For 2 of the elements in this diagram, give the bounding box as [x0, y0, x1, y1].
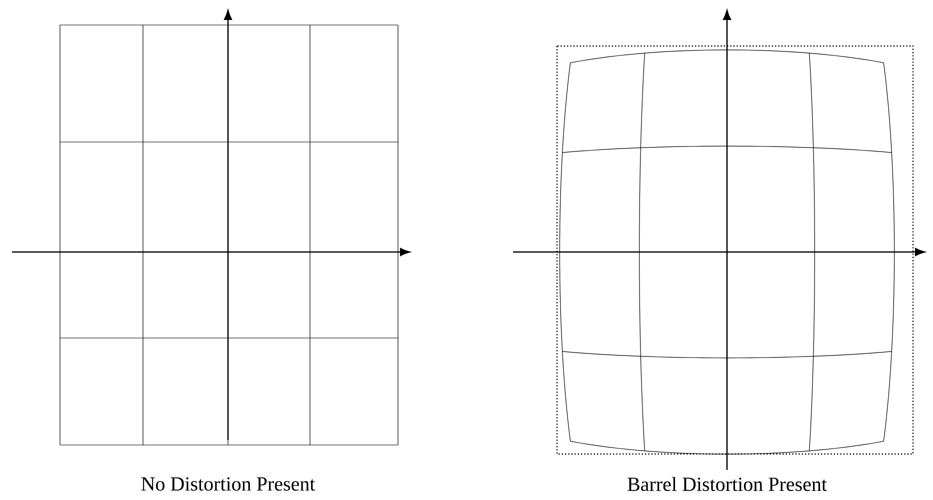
caption: No Distortion Present [141, 477, 316, 491]
caption: Barrel Distortion Present [628, 476, 827, 492]
